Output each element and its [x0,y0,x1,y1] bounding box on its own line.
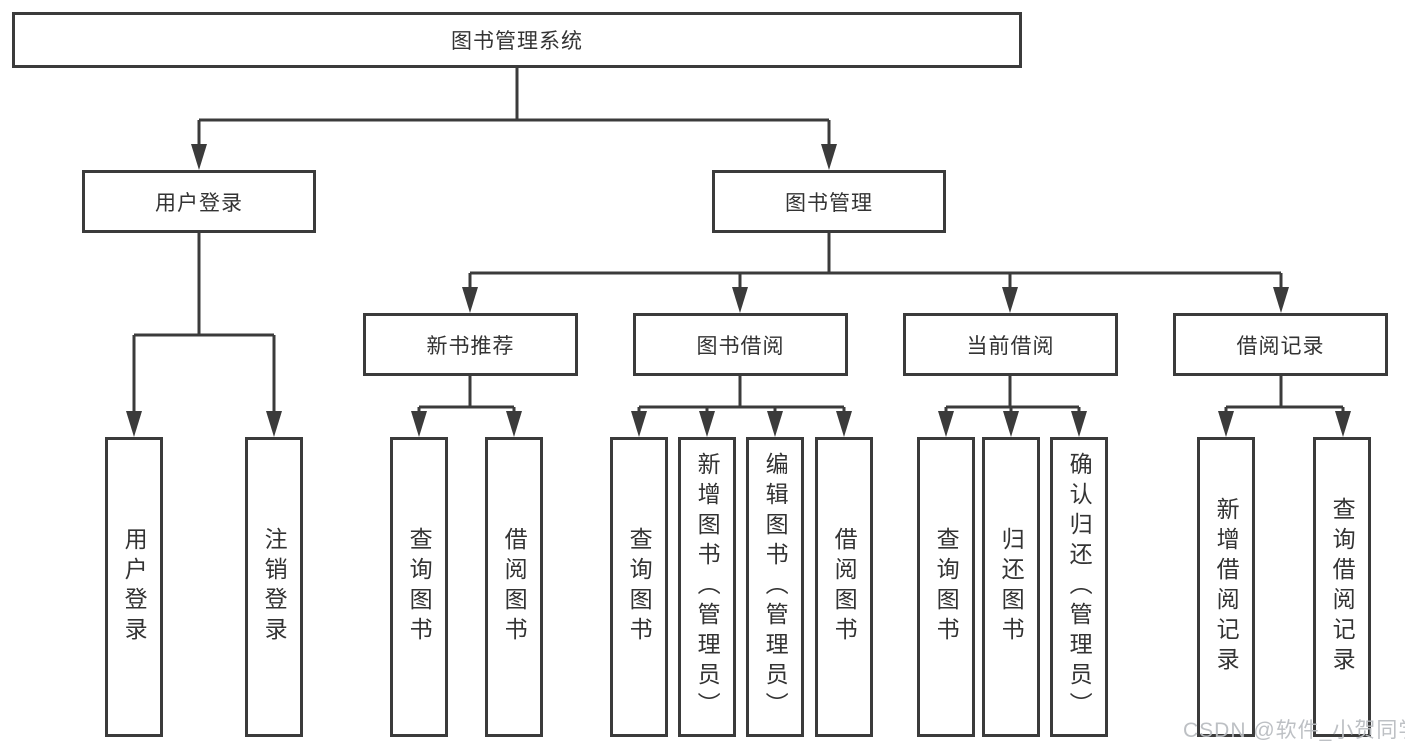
node-root-system: 图书管理系统 [12,12,1022,68]
leaf-query-books-recommend: 查询图书 [390,437,448,737]
leaf-logout: 注销登录 [245,437,303,737]
node-book-management: 图书管理 [712,170,946,233]
leaf-label: 新增借阅记录 [1213,497,1240,677]
node-book-borrow: 图书借阅 [633,313,848,376]
connector-lines [132,68,1345,412]
leaf-label: 借阅图书 [831,527,858,647]
leaf-label: 编辑图书（管理员） [762,452,789,722]
leaf-borrow-books-recommend: 借阅图书 [485,437,543,737]
leaf-return-books: 归还图书 [982,437,1040,737]
leaf-query-books-current: 查询图书 [917,437,975,737]
arrowheads [126,144,1351,437]
csdn-watermark: CSDN @软件_小贺同学 [1183,719,1405,742]
node-new-book-recommend: 新书推荐 [363,313,578,376]
leaf-borrow-books: 借阅图书 [815,437,873,737]
leaf-label: 查询图书 [626,527,653,647]
leaf-query-books-borrow: 查询图书 [610,437,668,737]
leaf-label: 新增图书（管理员） [694,452,721,722]
leaf-user-login: 用户登录 [105,437,163,737]
leaf-add-books-admin: 新增图书（管理员） [678,437,736,737]
leaf-label: 查询图书 [406,527,433,647]
leaf-query-borrow-record: 查询借阅记录 [1313,437,1371,737]
node-current-borrow: 当前借阅 [903,313,1118,376]
leaf-label: 查询图书 [933,527,960,647]
leaf-label: 归还图书 [998,527,1025,647]
leaf-confirm-return-admin: 确认归还（管理员） [1050,437,1108,737]
node-borrow-records: 借阅记录 [1173,313,1388,376]
leaf-label: 注销登录 [261,527,288,647]
leaf-label: 查询借阅记录 [1329,497,1356,677]
leaf-label: 确认归还（管理员） [1066,452,1093,722]
node-user-login: 用户登录 [82,170,316,233]
leaf-add-borrow-record: 新增借阅记录 [1197,437,1255,737]
leaf-edit-books-admin: 编辑图书（管理员） [746,437,804,737]
leaf-label: 用户登录 [121,527,148,647]
leaf-label: 借阅图书 [501,527,528,647]
